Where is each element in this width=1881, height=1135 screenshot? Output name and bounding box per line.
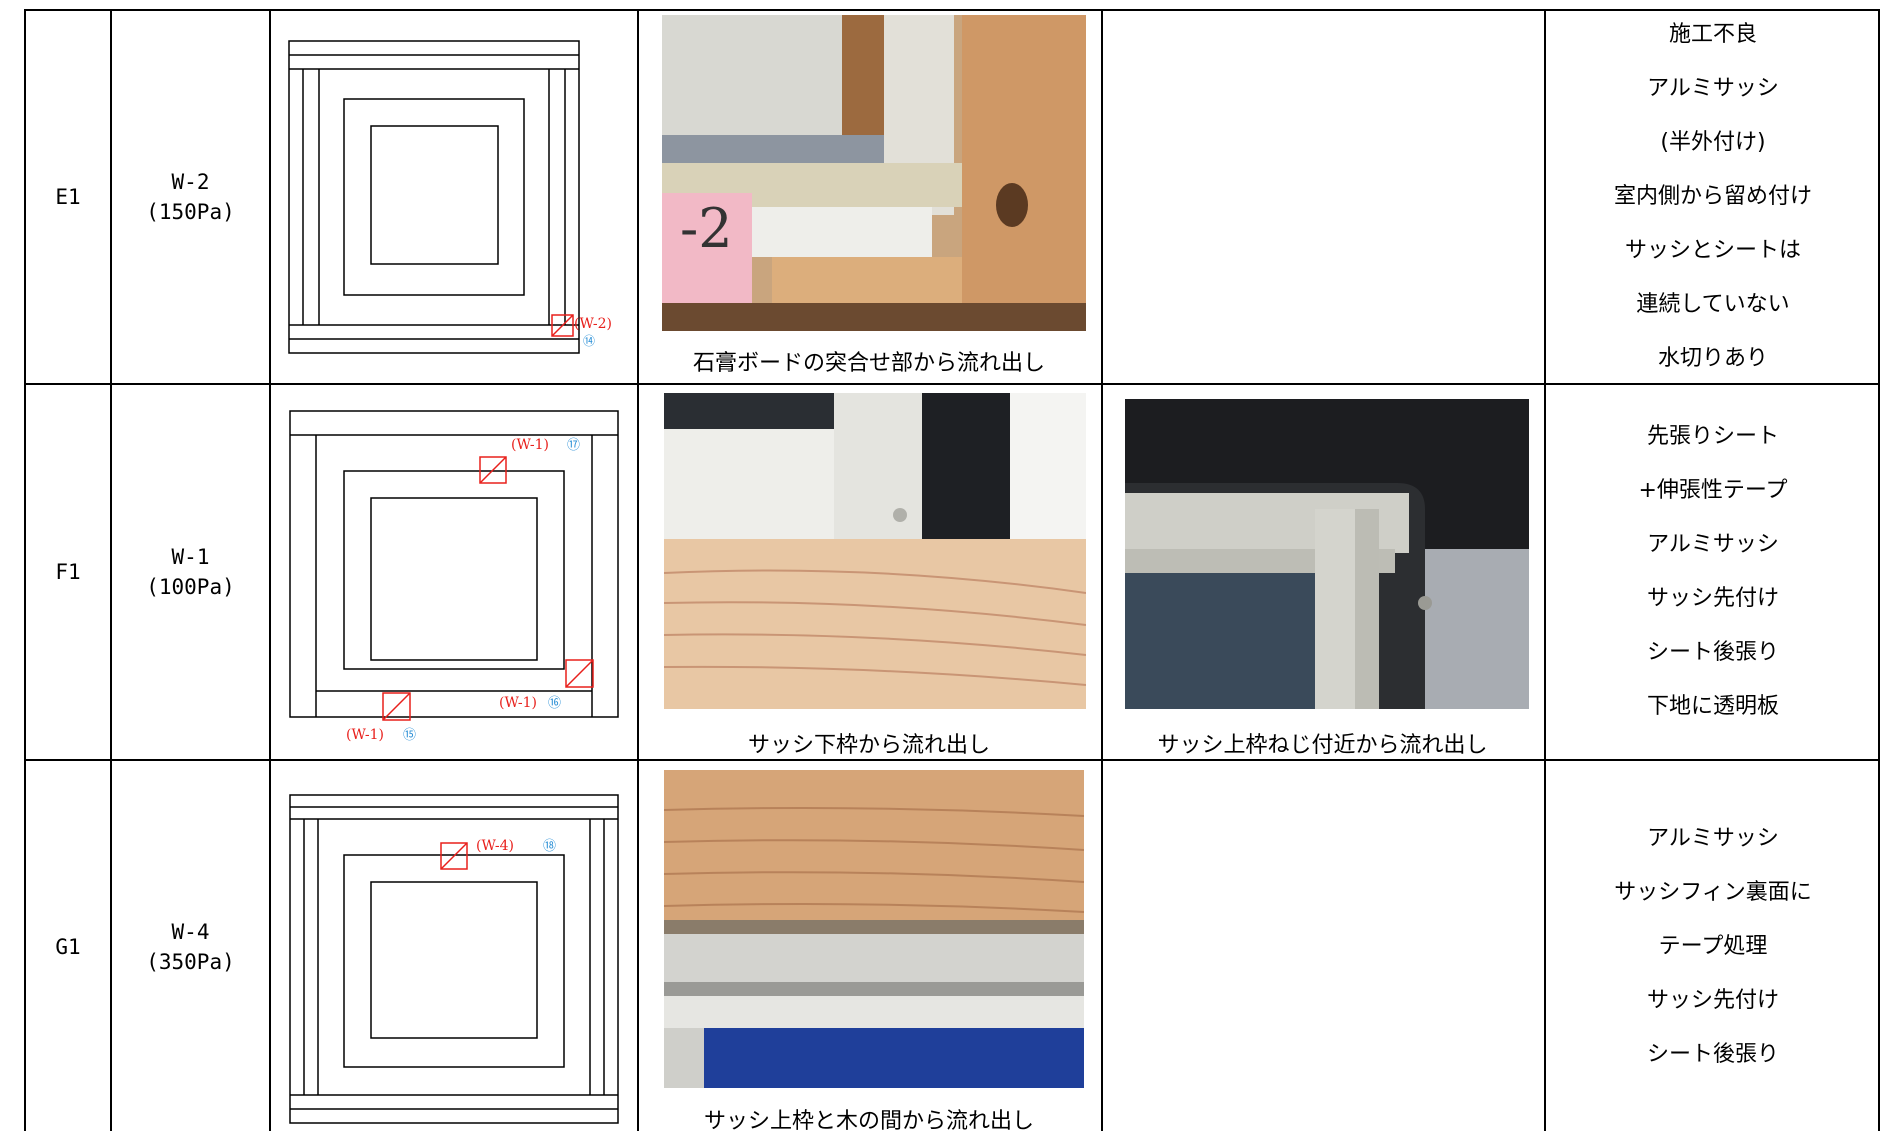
leak-marker: (W-2) ⑭ xyxy=(551,314,612,348)
marker-label: (W-1) xyxy=(499,695,537,711)
leak-photo xyxy=(664,770,1084,1088)
note-line: 下地に透明板 xyxy=(1646,694,1779,719)
photo-caption: サッシ上枠と木の間から流れ出し xyxy=(703,1109,1034,1134)
row-id: G1 xyxy=(55,935,81,959)
photo-caption: サッシ上枠ねじ付近から流れ出し xyxy=(1157,733,1488,758)
note-line: アルミサッシ xyxy=(1647,826,1779,851)
type-cell: W-1 (100Pa) xyxy=(112,385,269,759)
row-id-cell: F1 xyxy=(26,385,110,759)
marker-label: (W-1) xyxy=(511,437,549,453)
svg-text:-2: -2 xyxy=(680,197,733,260)
leak-marker: (W-1) ⑯ xyxy=(499,659,594,711)
test-pressure: (100Pa) xyxy=(146,575,235,599)
note-line: サッシ先付け xyxy=(1646,988,1779,1013)
note-line: サッシ先付け xyxy=(1646,586,1779,611)
marker-number: ⑭ xyxy=(583,334,595,348)
inspection-table: E1 W-2 (150Pa) (W-2) ⑭ xyxy=(24,9,1880,1134)
column-divider xyxy=(110,11,112,1131)
column-divider xyxy=(1101,11,1103,1131)
note-line: +伸張性テープ xyxy=(1638,478,1788,503)
marker-number: ⑯ xyxy=(548,696,561,711)
window-diagram: (W-1) ⑰ (W-1) ⑯ (W-1) ⑮ xyxy=(289,410,619,743)
column-divider xyxy=(269,11,271,1131)
marker-label: (W-2) xyxy=(574,316,612,332)
notes-cell: 施工不良 アルミサッシ (半外付け) 室内側から留め付け サッシとシートは 連続… xyxy=(1546,11,1880,383)
window-type: W-2 xyxy=(171,170,210,194)
window-diagram: (W-4) ⑱ xyxy=(289,794,619,1124)
row-divider xyxy=(26,759,1878,761)
row-id: F1 xyxy=(55,560,81,584)
notes-cell: アルミサッシ サッシフィン裏面に テープ処理 サッシ先付け シート後張り xyxy=(1546,761,1880,1133)
row-id: E1 xyxy=(55,185,81,209)
note-line: 室内側から留め付け xyxy=(1613,184,1812,209)
note-line: 連続していない xyxy=(1636,292,1790,317)
note-line: シート後張り xyxy=(1646,1042,1779,1067)
note-line: アルミサッシ xyxy=(1647,532,1779,557)
type-cell: W-2 (150Pa) xyxy=(112,11,269,383)
note-line: アルミサッシ xyxy=(1647,76,1779,101)
window-type: W-4 xyxy=(171,920,210,944)
notes-cell: 先張りシート +伸張性テープ アルミサッシ サッシ先付け シート後張り 下地に透… xyxy=(1546,385,1880,759)
note-line: サッシフィン裏面に xyxy=(1614,880,1812,905)
marker-number: ⑮ xyxy=(403,728,416,743)
marker-number: ⑱ xyxy=(543,839,556,854)
photo-caption: サッシ下枠から流れ出し xyxy=(747,733,990,758)
leak-photo xyxy=(664,393,1086,709)
note-line: 施工不良 xyxy=(1668,22,1757,47)
leak-marker: (W-4) ⑱ xyxy=(440,838,556,870)
note-line: (半外付け) xyxy=(1660,130,1766,155)
note-line: シート後張り xyxy=(1646,640,1779,665)
leak-marker: (W-1) ⑮ xyxy=(346,692,416,743)
leak-photo: -2 xyxy=(662,15,1086,331)
leak-photo xyxy=(1125,399,1529,709)
note-line: サッシとシートは xyxy=(1624,238,1801,263)
test-pressure: (150Pa) xyxy=(146,200,235,224)
test-pressure: (350Pa) xyxy=(146,950,235,974)
row-id-cell: G1 xyxy=(26,761,110,1133)
window-type: W-1 xyxy=(171,545,210,569)
column-divider xyxy=(1544,11,1546,1131)
marker-number: ⑰ xyxy=(567,438,580,453)
marker-label: (W-1) xyxy=(346,727,384,743)
type-cell: W-4 (350Pa) xyxy=(112,761,269,1133)
note-line: テープ処理 xyxy=(1658,934,1768,959)
note-line: 先張りシート xyxy=(1646,424,1779,449)
row-divider xyxy=(26,383,1878,385)
marker-label: (W-4) xyxy=(476,838,514,854)
note-line: 水切りあり xyxy=(1657,346,1768,371)
leak-marker: (W-1) ⑰ xyxy=(479,437,580,484)
column-divider xyxy=(637,11,639,1131)
photo-caption: 石膏ボードの突合せ部から流れ出し xyxy=(692,351,1045,376)
window-diagram: (W-2) ⑭ xyxy=(288,40,612,354)
row-id-cell: E1 xyxy=(26,11,110,383)
